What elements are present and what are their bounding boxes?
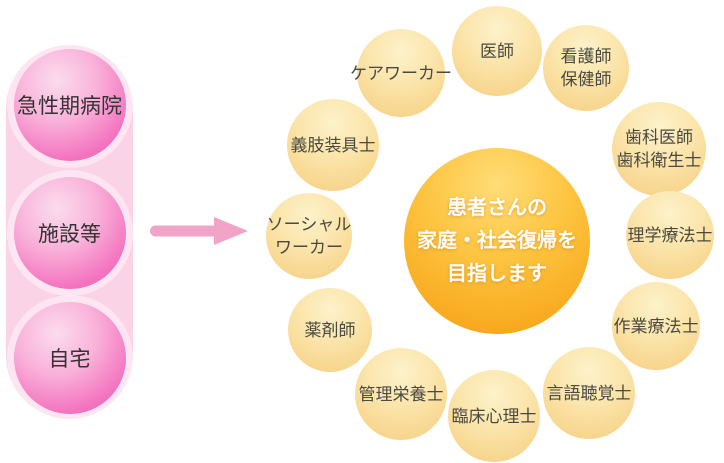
team-member-prosthetist-orthotist: 義肢装具士 [287, 99, 379, 191]
pathway-stage-home: 自宅 [13, 302, 126, 414]
member-label-line: 作業療法士 [613, 316, 699, 336]
team-member-clinical-psychologist: 臨床心理士 [448, 370, 540, 462]
pathway-stage-facility: 施設等 [13, 177, 126, 289]
member-label-line: 保健師 [560, 70, 612, 89]
member-label-line: 医師 [480, 41, 514, 61]
team-member-speech-language-hearing-therapist: 言語聴覚士 [543, 347, 635, 439]
team-member-social-worker: ソーシャル ワーカー [266, 193, 352, 279]
member-label-line: ワーカー [275, 238, 343, 257]
goal-circle: 患者さんの 家庭・社会復帰を 目指します [404, 148, 590, 334]
pathway-stage-label: 施設等 [38, 223, 101, 246]
member-label-line: 歯科衛生士 [616, 151, 702, 170]
goal-line: 患者さんの [447, 196, 547, 219]
member-label-line: 理学療法士 [627, 225, 713, 245]
member-label-line: 義肢装具士 [290, 135, 376, 155]
goal-line: 目指します [447, 262, 547, 285]
team-member-pharmacist: 薬剤師 [288, 288, 372, 372]
pathway-stage-label: 急性期病院 [17, 95, 122, 118]
pathway-stage-acute-hospital: 急性期病院 [13, 49, 126, 161]
team-member-registered-dietitian: 管理栄養士 [355, 348, 447, 440]
member-label-line: 言語聴覚士 [546, 383, 632, 403]
team-member-nurse-public-health-nurse: 看護師 保健師 [543, 25, 629, 111]
member-label-line: 看護師 [560, 47, 612, 66]
patient-pathway-panel: 急性期病院 施設等 自宅 [6, 45, 133, 419]
team-member-dentist-dental-hygienist: 歯科医師 歯科衛生士 [612, 102, 706, 196]
member-label-line: ソーシャル [266, 215, 352, 234]
goal-line: 家庭・社会復帰を [417, 229, 577, 252]
team-member-care-worker: ケアワーカー [350, 29, 452, 117]
member-label-line: 歯科医師 [625, 128, 693, 147]
team-member-occupational-therapist: 作業療法士 [612, 282, 700, 370]
pathway-stage-label: 自宅 [48, 348, 91, 371]
member-label-line: 管理栄養士 [358, 384, 444, 404]
member-label-line: 臨床心理士 [451, 406, 537, 426]
team-member-doctor: 医師 [452, 6, 542, 96]
team-member-physical-therapist: 理学療法士 [626, 191, 714, 279]
member-label-line: 薬剤師 [304, 320, 356, 340]
member-label-line: ケアワーカー [350, 63, 452, 83]
flow-arrow-icon [150, 216, 250, 246]
